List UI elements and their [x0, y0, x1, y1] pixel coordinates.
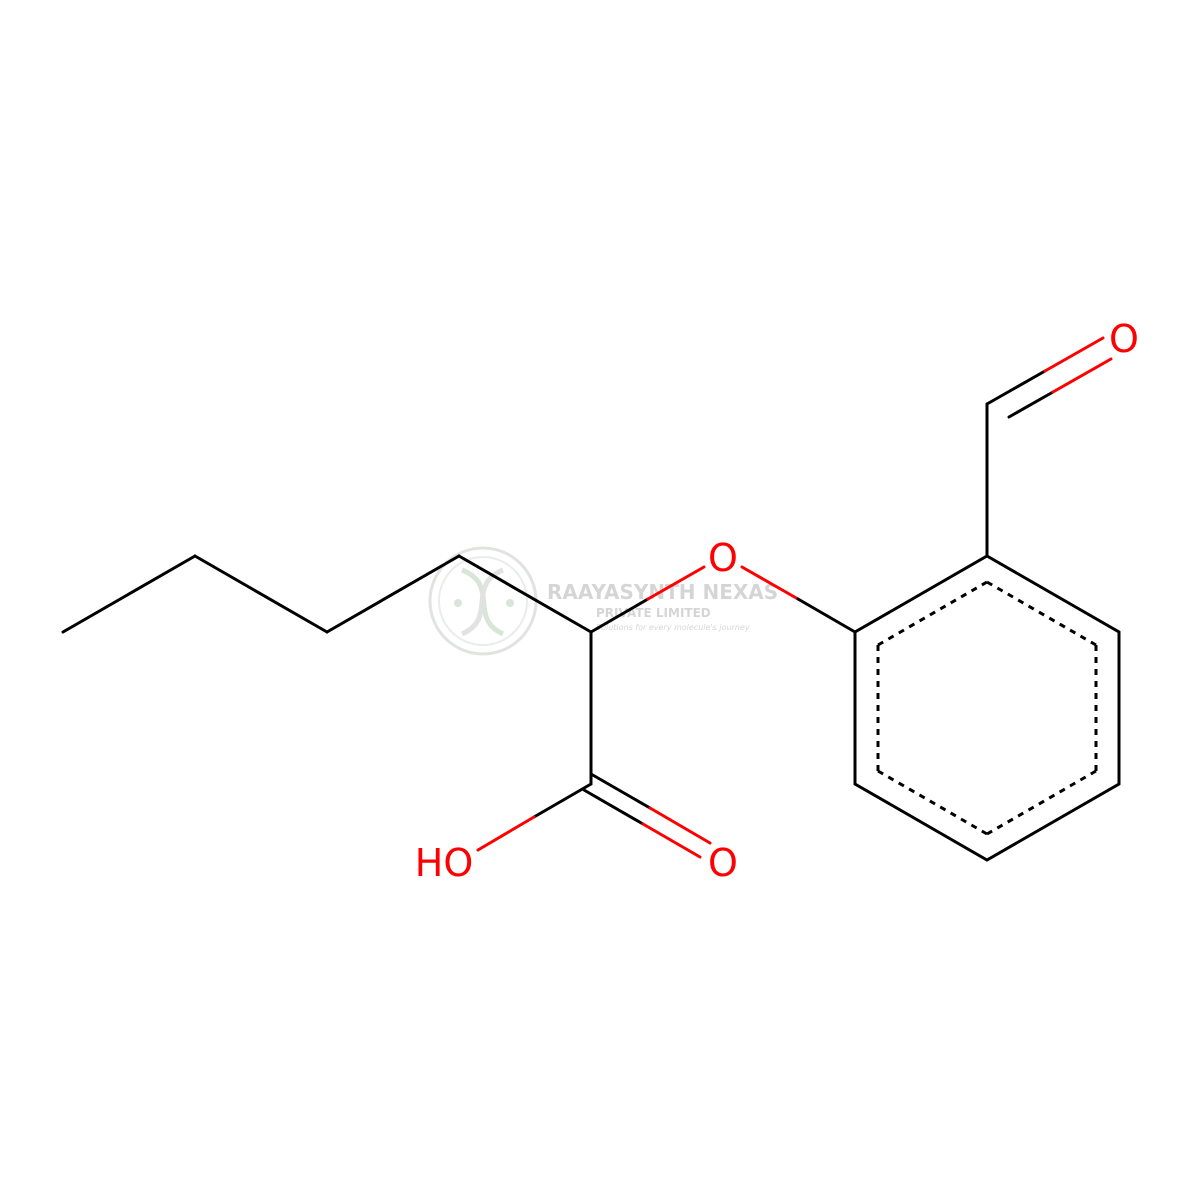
hydroxyl-label: HO: [415, 841, 473, 885]
carbonyl-oxygen-label: O: [708, 841, 738, 885]
benzene-ring: [853, 554, 1121, 862]
carboxylic-acid: [476, 630, 712, 859]
alkyl-chain: [61, 554, 593, 634]
watermark: RAAYASYNTH NEXAS PRIVATE LIMITED Solutio…: [428, 546, 778, 656]
watermark-subtitle: PRIVATE LIMITED: [596, 606, 711, 620]
watermark-tagline: Solutions for every molecule's journey: [596, 623, 750, 632]
aldehyde: [985, 336, 1113, 558]
ether-oxygen-label: O: [708, 536, 738, 580]
aldehyde-oxygen-label: O: [1109, 317, 1139, 361]
ether-bonds: [589, 565, 857, 634]
